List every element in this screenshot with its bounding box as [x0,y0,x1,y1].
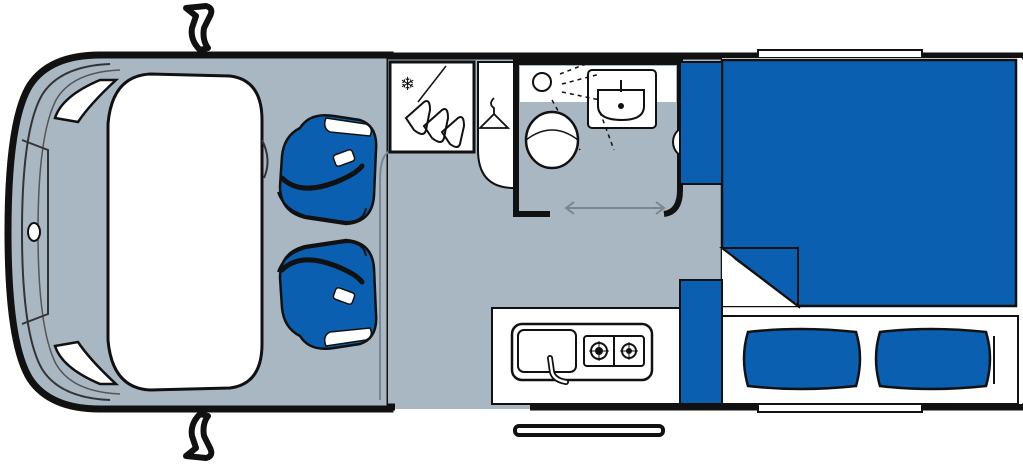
shower-spray-lines [551,59,615,151]
windshield [106,72,264,392]
bed-step-edge [733,257,801,309]
side-seat-lower [679,279,723,405]
left-mirror [183,3,215,53]
steering-column [261,139,269,179]
kitchen-tap-inner [548,356,568,384]
shower-head [532,72,552,92]
hob-burner [620,342,638,360]
bonnet-seam [21,139,49,325]
cushion-right [874,327,992,391]
seatbelt-icon [332,149,356,167]
cushion-left [742,327,862,391]
side-seat-upper [679,61,723,185]
snowflake-icon: ❄ [400,74,415,95]
right-mirror [183,411,215,461]
sink-drain [618,103,624,109]
washroom-wall [513,59,683,217]
driver-seat [277,114,378,226]
sliding-door-arrow [564,201,666,215]
hanger-icon [477,97,511,129]
headlight-right [53,340,120,386]
seatbelt-icon [332,287,356,305]
hob-burner [589,341,609,361]
sliding-door-step [513,424,665,437]
sink-icon [517,329,577,373]
headlight-left [53,78,120,124]
passenger-seat [277,238,378,350]
cab-contour [20,63,111,401]
fuel-cap [27,222,41,242]
bottom-window [757,403,923,413]
top-window [757,49,923,59]
hanger-icon [404,100,466,148]
toilet-icon [524,110,580,170]
wardrobe-diagonal [417,65,447,103]
toilet-seat-line [525,129,579,141]
